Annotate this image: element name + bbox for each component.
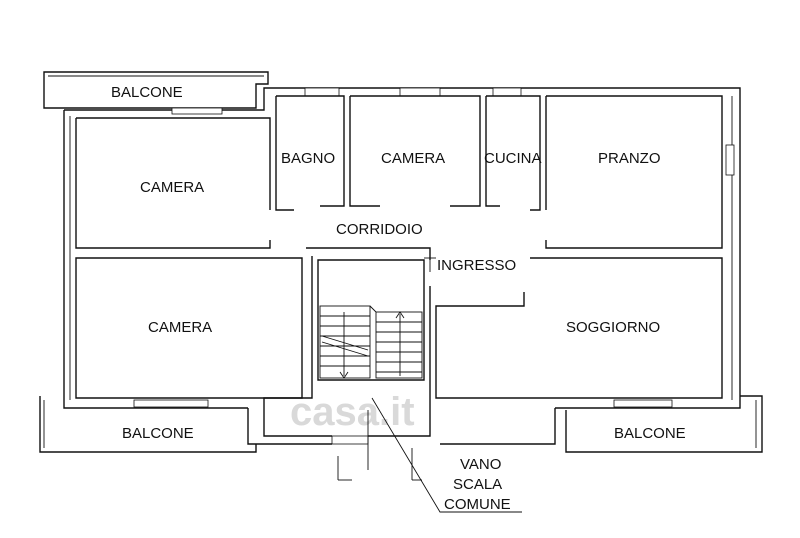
stair-core-outer-right	[440, 408, 556, 445]
camera-center-label: CAMERA	[381, 150, 445, 167]
balcony-top-outline	[43, 71, 269, 109]
camera-top-left-label: CAMERA	[140, 179, 204, 196]
camera-top-left-walls	[76, 117, 271, 210]
soggiorno-label: SOGGIORNO	[566, 319, 660, 336]
vano-label: VANO	[460, 456, 501, 473]
balcone-bottom-left-label: BALCONE	[122, 425, 194, 442]
outer-wall-top	[64, 87, 741, 394]
camera-center-walls-left	[349, 96, 380, 207]
stair-flights	[319, 305, 423, 379]
outer-wall-left	[63, 110, 248, 409]
comune-label: COMUNE	[444, 496, 511, 513]
bagno-label: BAGNO	[281, 150, 335, 167]
window-soggiorno	[613, 399, 673, 408]
corridoio-label: CORRIDOIO	[336, 221, 423, 238]
pranzo-label: PRANZO	[598, 150, 661, 167]
balcone-top-label: BALCONE	[111, 84, 183, 101]
window-camera-center	[399, 87, 441, 97]
window-bagno	[304, 87, 340, 97]
window-pranzo-side	[725, 144, 735, 176]
stair-leader-line	[371, 397, 522, 513]
camera-top-left-walls-lower	[75, 118, 271, 249]
stair-door	[331, 435, 369, 445]
camera-center-walls	[350, 95, 481, 207]
window-cucina	[492, 87, 522, 97]
cucina-label: CUCINA	[484, 150, 542, 167]
stair-core-top	[306, 247, 431, 260]
bagno-walls-left	[275, 96, 294, 211]
stair-core-outer-left	[247, 408, 332, 445]
soggiorno-walls	[435, 257, 723, 399]
window-camera-bottom	[133, 399, 209, 408]
camera-bottom-left-label: CAMERA	[148, 319, 212, 336]
watermark: casa.it	[290, 390, 415, 434]
ingresso-label: INGRESSO	[437, 257, 516, 274]
balcony-bottom-right-outline	[565, 395, 763, 453]
balcony-bottom-left-outline	[39, 396, 257, 453]
cucina-walls-left	[485, 96, 500, 207]
window-camera-top	[171, 107, 223, 115]
stair-core-left	[263, 256, 332, 437]
stair-core-inner	[317, 259, 425, 381]
scala-label: SCALA	[453, 476, 502, 493]
cucina-walls	[486, 95, 541, 211]
pranzo-walls	[545, 95, 723, 249]
outer-wall-right	[555, 394, 741, 409]
balcone-bottom-right-label: BALCONE	[614, 425, 686, 442]
bagno-walls	[276, 95, 345, 207]
stair-core-right	[368, 398, 431, 437]
stair-approach-lines	[337, 410, 422, 481]
